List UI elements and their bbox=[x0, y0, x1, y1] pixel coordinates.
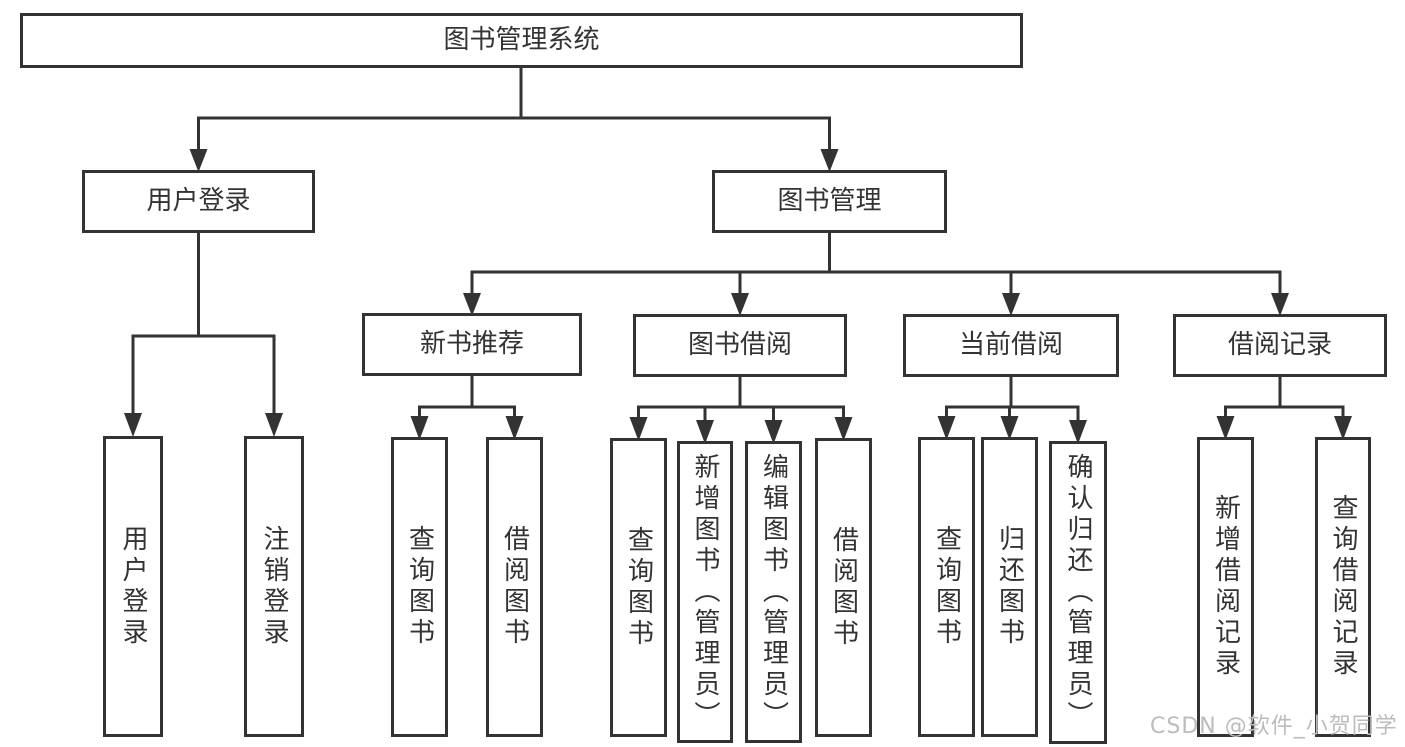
leaf-borrow-books-recommend: 借阅图书 bbox=[486, 437, 543, 737]
leaf-add-borrow-record: 新增借阅记录 bbox=[1197, 437, 1254, 737]
node-library-system: 图书管理系统 bbox=[20, 13, 1023, 68]
node-label: 查询图书 bbox=[623, 525, 654, 650]
node-label: 归还图书 bbox=[994, 525, 1025, 649]
node-label: 查询图书 bbox=[404, 525, 435, 649]
node-book-management: 图书管理 bbox=[712, 170, 947, 233]
node-label: 图书管理 bbox=[777, 186, 882, 217]
node-label: 用户登录 bbox=[146, 186, 251, 217]
leaf-confirm-return-admin: 确认归还（管理员） bbox=[1049, 441, 1107, 744]
node-current-borrowing: 当前借阅 bbox=[903, 314, 1119, 377]
node-label: 新增图书（管理员） bbox=[690, 452, 720, 732]
node-label: 图书借阅 bbox=[687, 330, 792, 361]
leaf-borrow-books-borrowing: 借阅图书 bbox=[815, 438, 872, 737]
node-label: 新书推荐 bbox=[419, 329, 524, 360]
node-label: 用户登录 bbox=[118, 524, 148, 649]
node-user-login: 用户登录 bbox=[82, 170, 315, 233]
connector-book-management-children bbox=[463, 231, 1289, 316]
node-label: 借阅图书 bbox=[499, 525, 530, 649]
connector-current-borrowing-children bbox=[937, 375, 1087, 444]
leaf-add-books-admin: 新增图书（管理员） bbox=[677, 441, 733, 743]
connector-book-borrowing-children bbox=[629, 375, 853, 444]
leaf-logout: 注销登录 bbox=[244, 436, 304, 737]
leaf-user-login: 用户登录 bbox=[103, 436, 163, 737]
csdn-watermark: CSDN @软件_小贺同学 bbox=[1150, 714, 1398, 739]
leaf-query-borrow-record: 查询借阅记录 bbox=[1315, 437, 1371, 737]
connector-new-book-recommendation-children bbox=[410, 374, 524, 440]
leaf-query-books-current: 查询图书 bbox=[918, 437, 975, 737]
node-book-borrowing: 图书借阅 bbox=[633, 314, 847, 377]
node-label: 查询借阅记录 bbox=[1328, 494, 1358, 680]
node-borrowing-records: 借阅记录 bbox=[1173, 314, 1387, 377]
connector-root-to-level2 bbox=[189, 66, 839, 172]
node-label: 借阅记录 bbox=[1227, 330, 1332, 361]
node-label: 确认归还（管理员） bbox=[1063, 453, 1093, 732]
leaf-query-books-recommend: 查询图书 bbox=[391, 437, 448, 737]
connector-user-login-children bbox=[124, 231, 283, 437]
node-label: 新增借阅记录 bbox=[1210, 494, 1241, 680]
leaf-query-books-borrowing: 查询图书 bbox=[610, 438, 667, 737]
node-label: 注销登录 bbox=[259, 524, 289, 649]
node-label: 图书管理系统 bbox=[443, 25, 600, 56]
node-label: 查询图书 bbox=[931, 525, 962, 649]
connector-borrowing-records-children bbox=[1216, 375, 1352, 440]
node-label: 编辑图书（管理员） bbox=[758, 452, 789, 732]
node-label: 借阅图书 bbox=[828, 525, 859, 650]
leaf-return-books: 归还图书 bbox=[981, 437, 1038, 737]
leaf-edit-books-admin: 编辑图书（管理员） bbox=[745, 441, 802, 743]
node-new-book-recommendation: 新书推荐 bbox=[362, 313, 582, 376]
node-label: 当前借阅 bbox=[958, 330, 1063, 361]
